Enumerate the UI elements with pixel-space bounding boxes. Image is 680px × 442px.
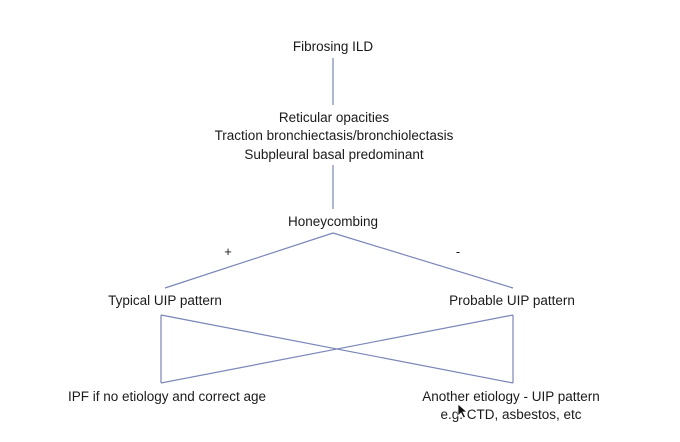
another-etiology-line-1: Another etiology - UIP pattern xyxy=(422,389,600,404)
node-ipf: IPF if no etiology and correct age xyxy=(68,389,266,404)
branch-negative-sign: - xyxy=(456,244,460,259)
edge-honeycombing-to-typical xyxy=(164,232,334,289)
node-criteria: Reticular opacities Traction bronchiecta… xyxy=(215,110,454,162)
node-honeycombing: Honeycombing xyxy=(288,214,378,229)
criteria-line-1: Reticular opacities xyxy=(279,110,390,125)
branch-positive-sign: + xyxy=(224,244,232,259)
criteria-line-3: Subpleural basal predominant xyxy=(244,147,424,162)
connectors xyxy=(160,58,514,384)
another-etiology-line-2: e.g. CTD, asbestos, etc xyxy=(440,407,581,422)
node-typical-uip: Typical UIP pattern xyxy=(108,293,222,308)
node-another-etiology: Another etiology - UIP pattern e.g. CTD,… xyxy=(422,389,600,422)
mouse-pointer-icon xyxy=(457,403,469,419)
edge-honeycombing-to-probable xyxy=(332,232,514,289)
node-fibrosing-ild: Fibrosing ILD xyxy=(293,39,374,54)
edge-probable-to-ipf xyxy=(160,314,514,384)
node-probable-uip: Probable UIP pattern xyxy=(449,293,575,308)
criteria-line-2: Traction bronchiectasis/bronchiolectasis xyxy=(215,128,454,143)
